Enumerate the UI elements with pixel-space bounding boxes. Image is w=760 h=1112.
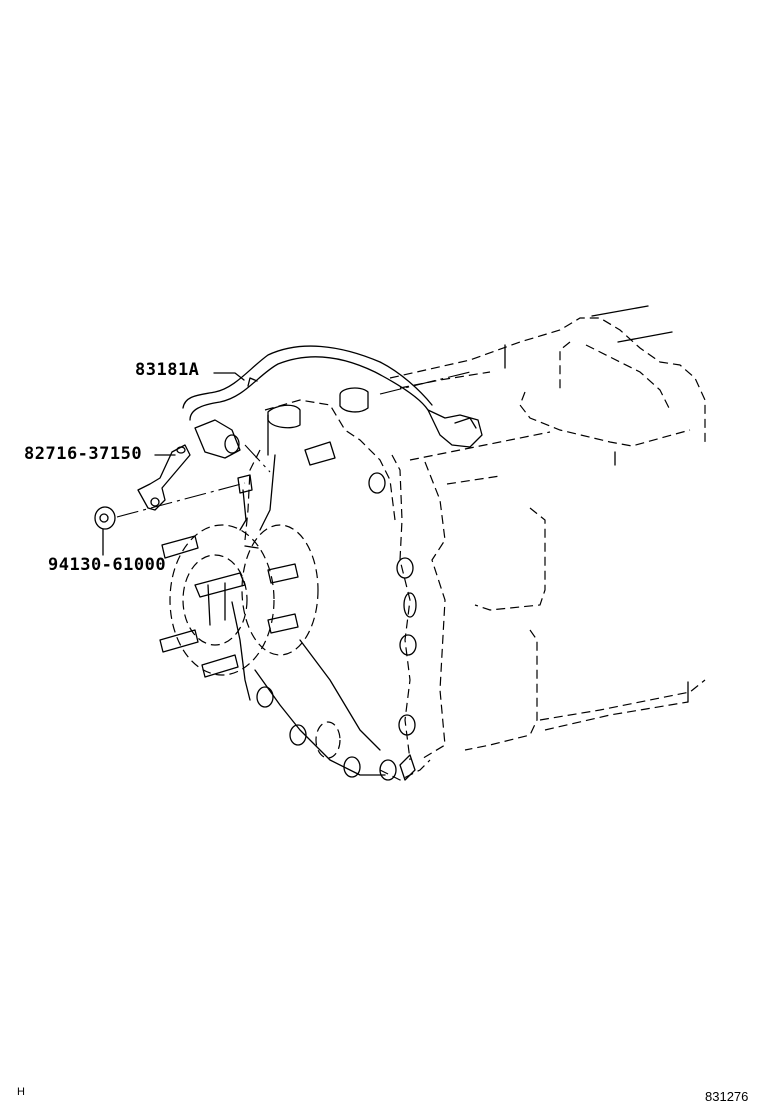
corner-marker: H	[17, 1086, 25, 1098]
front-cover-drawing	[231, 399, 431, 781]
bracket-drawing	[137, 444, 191, 511]
callout-82716-37150[interactable]: 82716-37150	[24, 444, 143, 464]
callout-83181A[interactable]: 83181A	[135, 360, 200, 380]
output-flange-drawing	[159, 524, 319, 678]
transmission-case-drawing	[389, 305, 706, 761]
speed-sensor-harness-drawing	[182, 345, 483, 531]
leader-lines	[102, 371, 471, 556]
callout-94130-61000[interactable]: 94130-61000	[48, 555, 167, 575]
bolt-drawing	[94, 506, 116, 530]
figure-number: 831276	[705, 1089, 749, 1104]
